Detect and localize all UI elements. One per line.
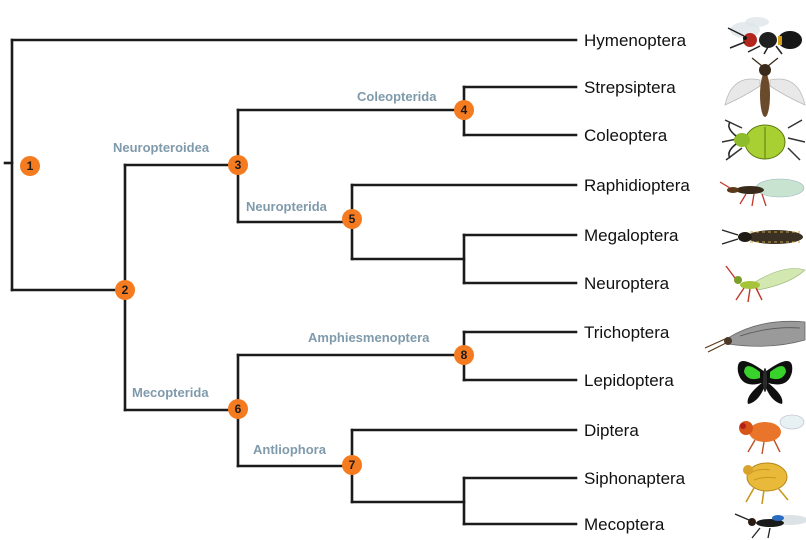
node-3-marker — [228, 155, 248, 175]
node-7-label: 7 — [349, 458, 356, 472]
node-8: 8 — [454, 345, 474, 365]
node-6: 6 — [228, 399, 248, 419]
node-3-label: 3 — [235, 158, 242, 172]
taxon-label-megaloptera: Megaloptera — [584, 226, 679, 245]
node-4: 4 — [454, 100, 474, 120]
taxon-label-neuroptera: Neuroptera — [584, 274, 670, 293]
clade-label-neuropteroidea: Neuropteroidea — [113, 140, 210, 155]
taxon-label-trichoptera: Trichoptera — [584, 323, 670, 342]
node-8-label: 8 — [461, 348, 468, 362]
dobsonfly-icon — [721, 229, 803, 245]
node-1-marker — [20, 156, 40, 176]
clade-label-neuropterida: Neuropterida — [246, 199, 328, 214]
tree-nodes: 1 2 3 4 5 6 7 8 — [20, 100, 474, 475]
taxon-labels: Hymenoptera Strepsiptera Coleoptera Raph… — [584, 31, 690, 534]
lacewing-icon — [725, 265, 806, 303]
taxon-label-diptera: Diptera — [584, 421, 639, 440]
wasp-icon — [727, 17, 802, 55]
node-2-label: 2 — [122, 283, 129, 297]
node-6-label: 6 — [235, 402, 242, 416]
scorpionfly-icon — [734, 513, 806, 539]
taxon-label-strepsiptera: Strepsiptera — [584, 78, 676, 97]
node-1-label: 1 — [27, 159, 34, 173]
node-6-marker — [228, 399, 248, 419]
node-7-marker — [342, 455, 362, 475]
node-1: 1 — [20, 156, 40, 176]
taxon-label-coleoptera: Coleoptera — [584, 126, 668, 145]
clade-label-amphiesmenoptera: Amphiesmenoptera — [308, 330, 430, 345]
flea-icon — [743, 462, 789, 505]
node-3: 3 — [228, 155, 248, 175]
beetle-icon — [721, 119, 806, 161]
insect-illustrations — [704, 17, 806, 539]
clade-labels: Neuropteroidea Coleopterida Neuropterida… — [113, 89, 437, 457]
node-5-marker — [342, 209, 362, 229]
taxon-label-raphidioptera: Raphidioptera — [584, 176, 690, 195]
taxon-label-lepidoptera: Lepidoptera — [584, 371, 674, 390]
taxon-label-hymenoptera: Hymenoptera — [584, 31, 687, 50]
node-4-marker — [454, 100, 474, 120]
tree-branches — [3, 38, 578, 526]
node-4-label: 4 — [461, 103, 468, 117]
taxon-label-siphonaptera: Siphonaptera — [584, 469, 686, 488]
node-5: 5 — [342, 209, 362, 229]
node-8-marker — [454, 345, 474, 365]
fly-icon — [739, 414, 805, 455]
twisted-wing-insect-icon — [724, 57, 806, 117]
clade-label-coleopterida: Coleopterida — [357, 89, 437, 104]
taxon-label-mecoptera: Mecoptera — [584, 515, 665, 534]
snakefly-icon — [719, 178, 805, 207]
node-2-marker — [115, 280, 135, 300]
node-5-label: 5 — [349, 212, 356, 226]
clade-label-antliophora: Antliophora — [253, 442, 327, 457]
node-7: 7 — [342, 455, 362, 475]
node-2: 2 — [115, 280, 135, 300]
caddisfly-icon — [704, 320, 806, 353]
clade-label-mecopterida: Mecopterida — [132, 385, 209, 400]
butterfly-icon — [737, 361, 793, 404]
